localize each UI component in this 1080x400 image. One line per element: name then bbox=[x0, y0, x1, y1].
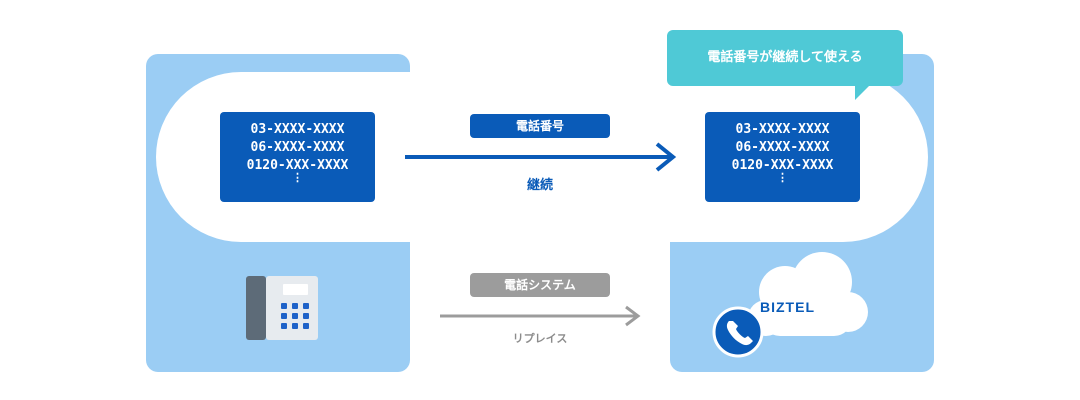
phone-number: 0120-XXX-XXXX bbox=[246, 158, 349, 173]
more-indicator: ⋮ bbox=[292, 171, 303, 184]
speech-bubble-tail bbox=[855, 84, 871, 100]
speech-bubble: 電話番号が継続して使える bbox=[667, 30, 903, 86]
continue-arrow bbox=[405, 142, 677, 172]
phone-number: 06-XXXX-XXXX bbox=[250, 140, 345, 155]
phone-number: 03-XXXX-XXXX bbox=[735, 122, 830, 137]
phone-number-list-before: 03-XXXX-XXXX 06-XXXX-XXXX 0120-XXX-XXXX … bbox=[220, 112, 375, 202]
replace-caption: リプレイス bbox=[512, 332, 568, 345]
phone-number: 06-XXXX-XXXX bbox=[735, 140, 830, 155]
cloud-icon bbox=[748, 252, 868, 336]
biztel-logo-text: BIZTEL bbox=[760, 299, 815, 315]
more-indicator: ⋮ bbox=[777, 171, 788, 184]
phone-number-badge: 電話番号 bbox=[470, 114, 610, 138]
phone-number: 03-XXXX-XXXX bbox=[250, 122, 345, 137]
replace-arrow bbox=[440, 305, 641, 327]
phone-number-list-after: 03-XXXX-XXXX 06-XXXX-XXXX 0120-XXX-XXXX … bbox=[705, 112, 860, 202]
phone-handset-icon bbox=[712, 306, 764, 358]
phone-number: 0120-XXX-XXXX bbox=[731, 158, 834, 173]
desk-phone-icon bbox=[246, 276, 318, 340]
phone-system-badge: 電話システム bbox=[470, 273, 610, 297]
continue-caption: 継続 bbox=[526, 178, 553, 193]
